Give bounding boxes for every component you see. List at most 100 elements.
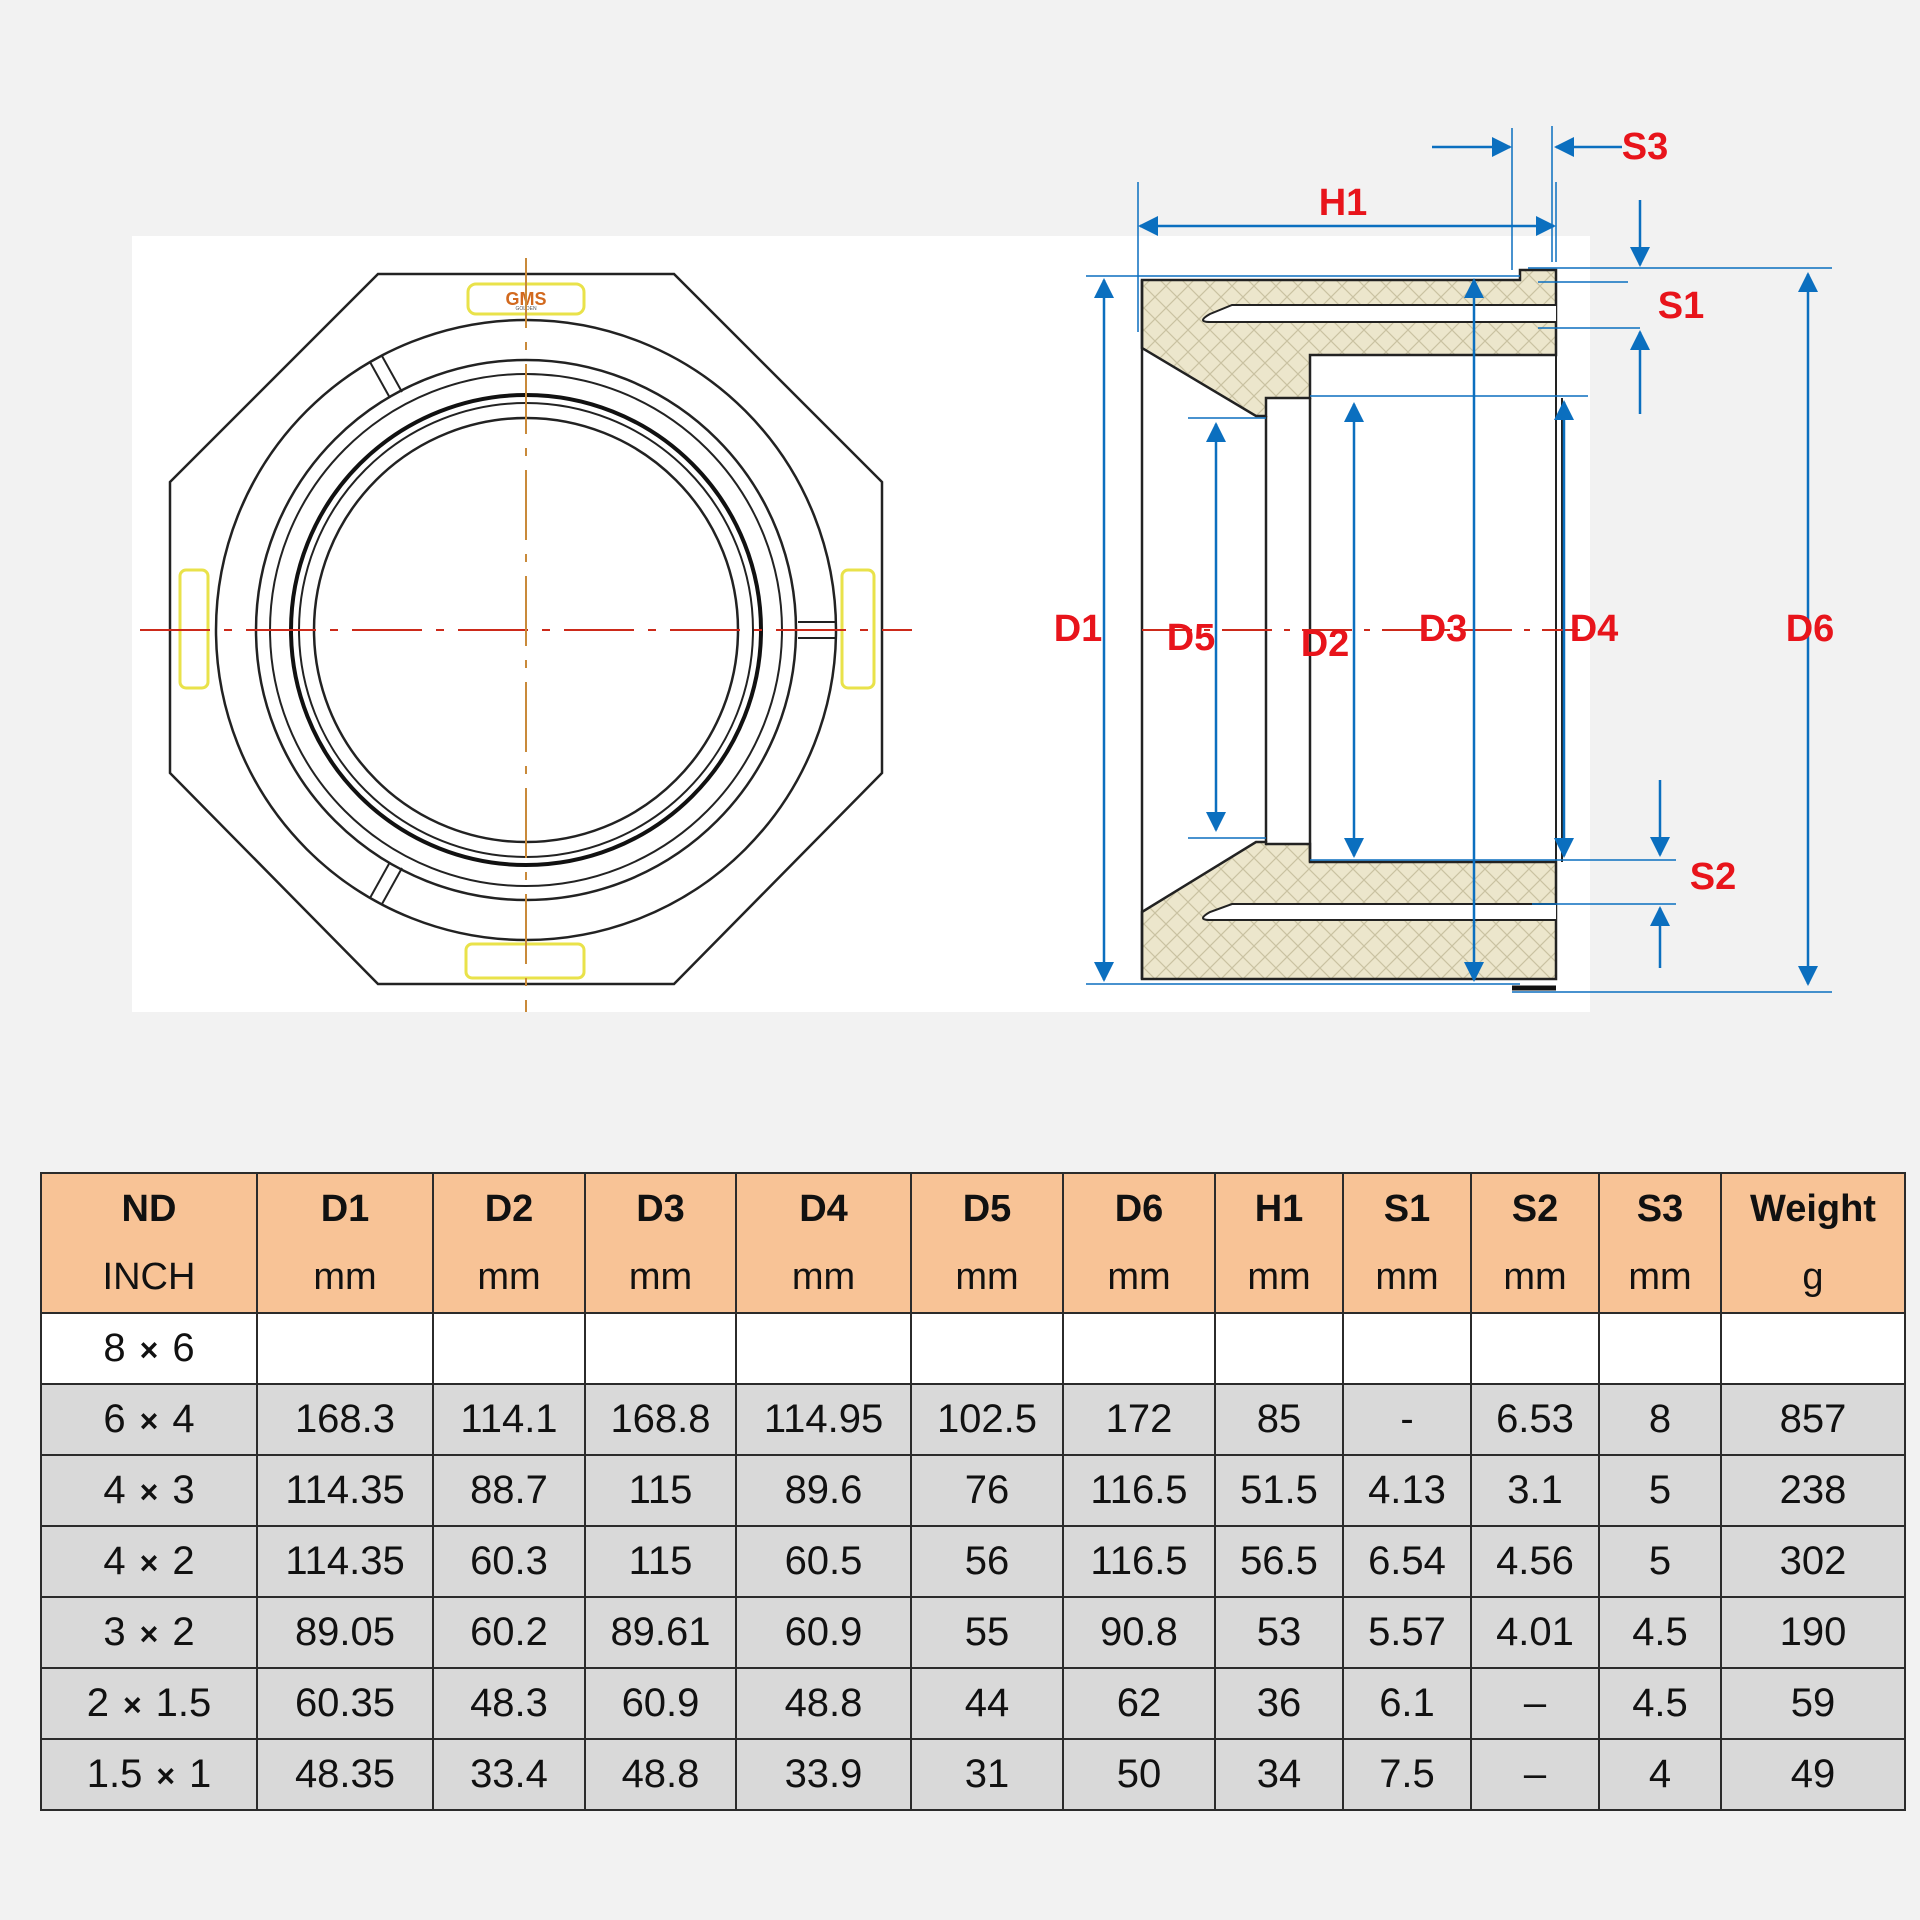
front-view: GMS GOLDEN	[140, 258, 912, 1012]
header-unit: mm	[1503, 1256, 1567, 1298]
table-cell-d3: 115	[584, 1454, 737, 1527]
table-cell-d6	[1062, 1312, 1216, 1385]
nd-separator: ×	[139, 1545, 159, 1581]
nd-major: 4	[103, 1468, 126, 1512]
table-cell-d6: 172	[1062, 1383, 1216, 1456]
header-cell-h1: H1 mm	[1214, 1172, 1344, 1314]
header-cell-s2: S2 mm	[1470, 1172, 1600, 1314]
header-name: H1	[1254, 1188, 1304, 1230]
socket-slot-top	[1202, 304, 1556, 323]
table-cell-weight: 59	[1720, 1667, 1906, 1740]
header-unit: mm	[1628, 1256, 1692, 1298]
label-d2: D2	[1301, 623, 1350, 665]
table-cell-h1: 53	[1214, 1596, 1344, 1669]
nd-cell: 6×4	[40, 1383, 258, 1456]
table-cell-d1: 89.05	[256, 1596, 434, 1669]
table-cell-s1: 4.13	[1342, 1454, 1472, 1527]
header-unit: mm	[477, 1256, 541, 1298]
socket-slot-bottom	[1202, 903, 1556, 921]
table-cell-s1: 6.54	[1342, 1525, 1472, 1598]
table-cell-h1: 85	[1214, 1383, 1344, 1456]
header-unit: mm	[313, 1256, 377, 1298]
table-cell-d1: 168.3	[256, 1383, 434, 1456]
label-d5: D5	[1167, 617, 1216, 659]
table-cell-d4: 60.5	[735, 1525, 912, 1598]
table-cell-weight: 190	[1720, 1596, 1906, 1669]
table-cell-s2	[1470, 1312, 1600, 1385]
header-name: D6	[1114, 1188, 1164, 1230]
table-cell-weight: 49	[1720, 1738, 1906, 1811]
table-cell-d5	[910, 1312, 1064, 1385]
table-cell-s1: -	[1342, 1383, 1472, 1456]
table-cell-d5: 55	[910, 1596, 1064, 1669]
table-cell-s1: 7.5	[1342, 1738, 1472, 1811]
nd-major: 3	[103, 1610, 126, 1654]
header-unit: mm	[628, 1256, 693, 1298]
table-cell-d2	[432, 1312, 586, 1385]
table-cell-d1: 114.35	[256, 1454, 434, 1527]
nd-separator: ×	[139, 1403, 159, 1439]
label-d6: D6	[1786, 608, 1835, 650]
table-cell-s1	[1342, 1312, 1472, 1385]
nd-major: 8	[103, 1326, 126, 1370]
header-name: S1	[1383, 1188, 1431, 1230]
header-cell-d6: D6 mm	[1062, 1172, 1216, 1314]
nd-minor: 6	[172, 1326, 195, 1370]
nd-separator: ×	[139, 1332, 159, 1368]
label-d3: D3	[1419, 608, 1468, 650]
technical-drawings: GMS GOLDEN	[132, 126, 1835, 1012]
nd-separator: ×	[139, 1474, 159, 1510]
label-d1: D1	[1054, 608, 1103, 650]
header-unit: mm	[1107, 1256, 1171, 1298]
table-cell-weight: 302	[1720, 1525, 1906, 1598]
rib-line	[381, 355, 403, 393]
table-cell-d3: 168.8	[584, 1383, 737, 1456]
table-cell-s2: 3.1	[1470, 1454, 1600, 1527]
header-name: ND	[121, 1188, 177, 1230]
table-cell-d1	[256, 1312, 434, 1385]
table-cell-s1: 5.57	[1342, 1596, 1472, 1669]
table-cell-s2: 4.56	[1470, 1525, 1600, 1598]
table-cell-s2: 4.01	[1470, 1596, 1600, 1669]
table-cell-d6: 90.8	[1062, 1596, 1216, 1669]
table-cell-d3: 115	[584, 1525, 737, 1598]
header-name: S2	[1511, 1188, 1559, 1230]
nd-major: 4	[103, 1539, 126, 1583]
table-cell-d2: 88.7	[432, 1454, 586, 1527]
table-cell-d5: 102.5	[910, 1383, 1064, 1456]
table-cell-d5: 76	[910, 1454, 1064, 1527]
header-unit: INCH	[102, 1256, 196, 1298]
table-cell-s3: 8	[1598, 1383, 1722, 1456]
table-cell-d4	[735, 1312, 912, 1385]
table-cell-d5: 56	[910, 1525, 1064, 1598]
table-cell-s2: –	[1470, 1738, 1600, 1811]
rib-line	[369, 361, 391, 399]
nd-minor: 2	[172, 1610, 195, 1654]
table-cell-d2: 60.2	[432, 1596, 586, 1669]
table-cell-d6: 116.5	[1062, 1525, 1216, 1598]
label-d4: D4	[1570, 608, 1619, 650]
nd-minor: 1.5	[155, 1681, 212, 1725]
table-cell-s2: 6.53	[1470, 1383, 1600, 1456]
table-cell-d6: 50	[1062, 1738, 1216, 1811]
table-cell-d5: 31	[910, 1738, 1064, 1811]
header-name: D3	[636, 1188, 685, 1230]
header-name: D4	[799, 1188, 848, 1230]
nd-major: 2	[86, 1681, 109, 1725]
nd-cell: 4×2	[40, 1525, 258, 1598]
table-cell-d6: 62	[1062, 1667, 1216, 1740]
header-unit: g	[1802, 1256, 1824, 1298]
header-unit: mm	[1247, 1256, 1311, 1298]
table-cell-h1	[1214, 1312, 1344, 1385]
table-cell-d4: 114.95	[735, 1383, 912, 1456]
nd-cell: 4×3	[40, 1454, 258, 1527]
table-cell-s3	[1598, 1312, 1722, 1385]
